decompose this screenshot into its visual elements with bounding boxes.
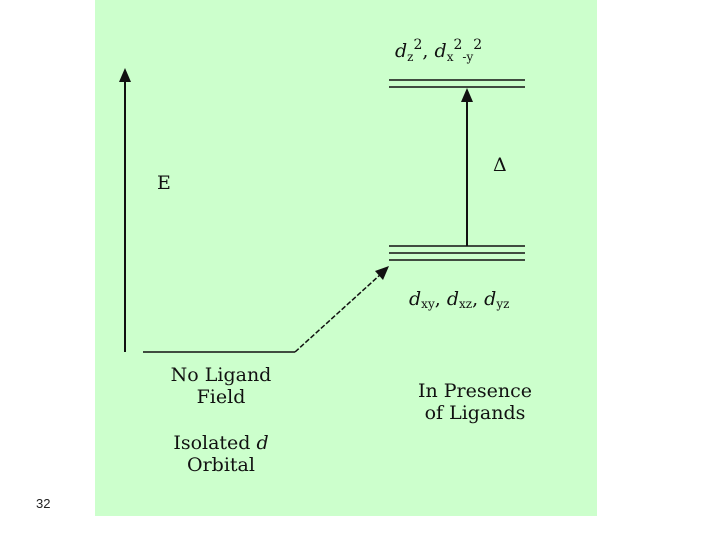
no-ligand-field-label: No Ligand Field: [170, 364, 272, 408]
splitting-arrowhead: [461, 88, 473, 102]
lower-level-label: dxy, dxz, dyz: [409, 288, 510, 311]
connector-arrow-line: [294, 273, 382, 353]
energy-diagram: [119, 68, 525, 353]
isolated-d-orbital-label: Isolated d Orbital: [173, 432, 269, 476]
slide-number: 32: [36, 496, 51, 511]
diagram-panel: dz2, dx2-y2 Δ E dxy, dxz, dyz No Ligand …: [95, 0, 597, 516]
connector-arrowhead: [375, 266, 389, 280]
splitting-delta-label: Δ: [493, 154, 507, 176]
energy-axis-arrowhead: [119, 68, 131, 82]
upper-level-label: dz2, dx2-y2: [395, 37, 483, 64]
energy-axis-label: E: [157, 172, 171, 194]
in-presence-of-ligands-label: In Presence of Ligands: [417, 380, 532, 424]
